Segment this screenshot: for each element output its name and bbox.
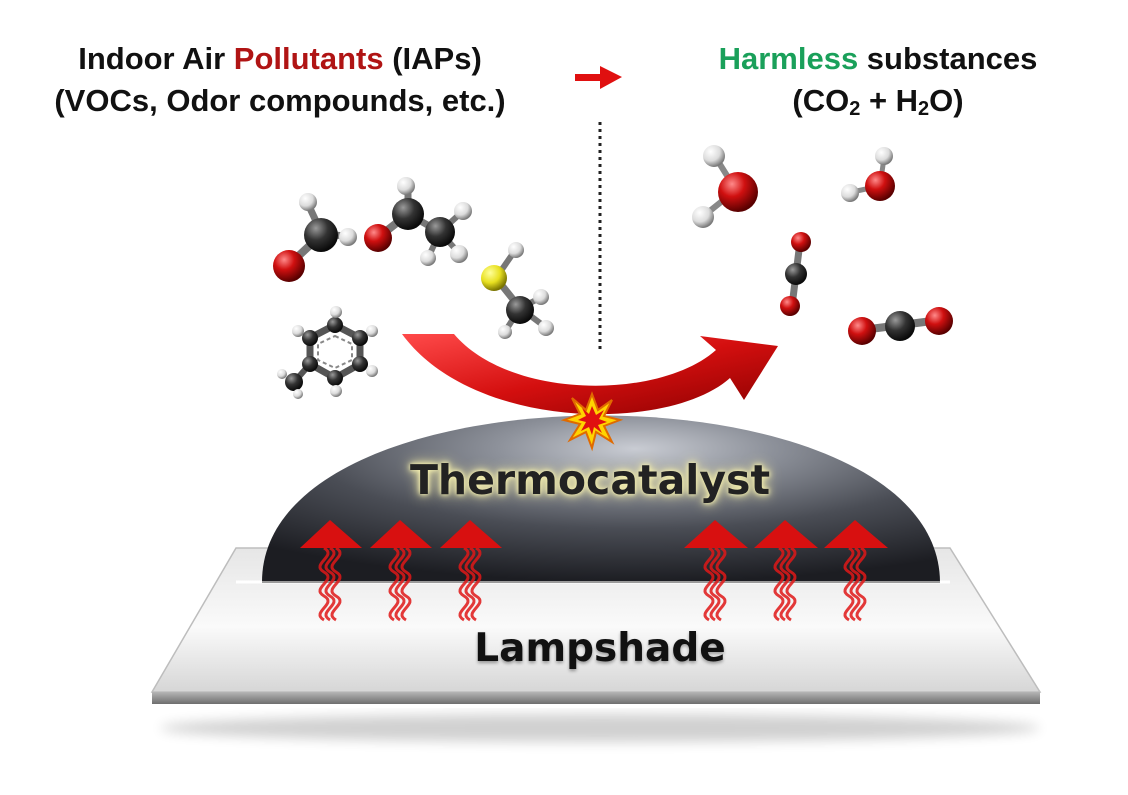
pollutants-word: Pollutants [233,41,384,76]
products-heading: Harmless substances (CO2 + H2O) [688,38,1068,122]
co2-molecule [780,232,811,316]
formula-part: (CO [792,83,850,118]
water-molecule [841,147,895,202]
products-title: Harmless substances [688,38,1068,80]
acetaldehyde-molecule [364,177,472,266]
pollutants-title: Indoor Air Pollutants (IAPs) [20,38,540,80]
heat-arrowheads-left [300,520,502,548]
substances-word: substances [858,41,1038,76]
heat-arrowheads-right [684,520,888,548]
lampshade-plate [150,547,1042,742]
reaction-arrow-icon [575,66,622,89]
flow-arrow-icon [402,334,778,415]
formaldehyde-molecule [273,193,357,282]
formula-part: + H [860,83,919,118]
formula-subscript: 2 [849,98,861,120]
spark-icon [560,391,624,452]
products-formula: (CO2 + H2O) [688,80,1068,122]
formula-subscript: 2 [918,98,930,120]
co2-molecule [848,307,953,345]
pollutants-examples: (VOCs, Odor compounds, etc.) [54,83,506,118]
heat-wave-icon [703,546,867,622]
water-molecule [692,145,758,228]
pollutants-heading: Indoor Air Pollutants (IAPs) (VOCs, Odor… [20,38,540,122]
title-prefix: Indoor Air [78,41,234,76]
thermocatalyst-label: Thermocatalyst [409,456,771,504]
title-suffix: (IAPs) [383,41,482,76]
formula-part: O) [929,83,964,118]
toluene-molecule [277,306,378,399]
methanethiol-molecule [481,242,554,339]
lampshade-label: Lampshade [474,626,726,671]
heat-wave-icon [318,546,482,622]
harmless-word: Harmless [718,41,859,76]
